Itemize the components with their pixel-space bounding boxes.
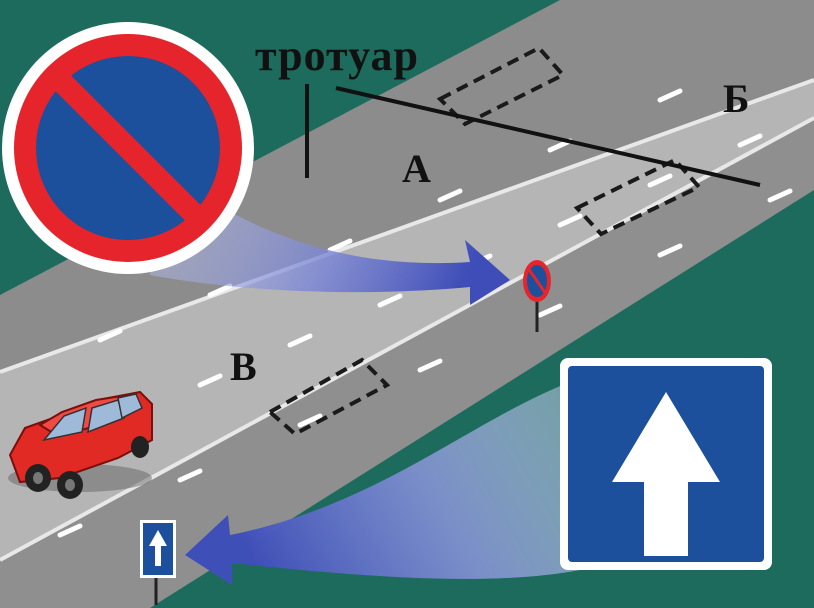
pointer-arrow-no-parking: [150, 155, 510, 305]
sidewalk-label: тротуар: [255, 31, 419, 80]
zone-v-label: В: [230, 344, 257, 389]
road-edge-line: [0, 116, 814, 562]
small-no-parking-sign-icon: [523, 260, 551, 332]
zone-a-label: А: [402, 146, 431, 191]
one-way-road-sign-icon: [560, 358, 772, 570]
no-parking-sign-icon: [2, 22, 254, 274]
pointer-arrow-one-way: [185, 380, 580, 585]
parking-zone-v: [266, 357, 391, 437]
road-edge-line: [0, 78, 814, 374]
sidewalk-lower: [0, 118, 814, 608]
roadway: [0, 80, 814, 560]
small-one-way-sign-icon: [140, 520, 176, 605]
zone-b-label: Б: [723, 76, 749, 121]
zone-b-pointer-line: [335, 86, 761, 187]
red-car-icon: [8, 390, 153, 499]
